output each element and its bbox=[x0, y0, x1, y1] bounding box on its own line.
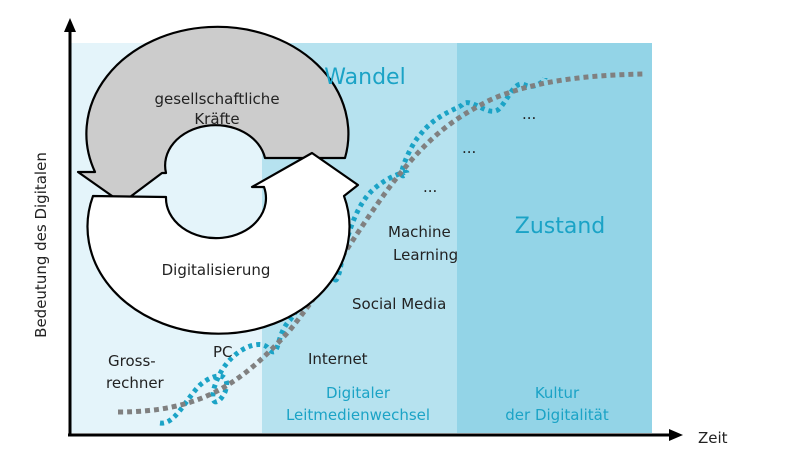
milestone-grossrechner-line1: Gross- bbox=[108, 352, 156, 370]
cyan-dotted-wave bbox=[159, 77, 548, 426]
x-axis-arrow bbox=[669, 429, 683, 441]
cycle-top-label-line1: gesellschaftliche bbox=[154, 90, 279, 108]
y-axis-arrow bbox=[64, 18, 76, 32]
milestone-grossrechner-line2: rechner bbox=[106, 374, 165, 392]
milestone-internet: Internet bbox=[308, 350, 368, 368]
phase-digitaler-line2: Leitmedienwechsel bbox=[286, 406, 430, 424]
phase-digitaler-line1: Digitaler bbox=[326, 384, 391, 402]
milestone-ellipsis-3: ... bbox=[522, 105, 536, 123]
band-kultur-der-digitalitaet bbox=[457, 43, 652, 433]
phase-kultur-line2: der Digitalität bbox=[505, 406, 609, 424]
milestone-social-media: Social Media bbox=[352, 295, 446, 313]
milestone-machine-learning-line2: Learning bbox=[393, 246, 458, 264]
milestone-pc: PC bbox=[213, 343, 233, 361]
y-axis-label: Bedeutung des Digitalen bbox=[32, 152, 50, 338]
milestone-ellipsis-1: ... bbox=[423, 178, 437, 196]
phase-zustand: Zustand bbox=[515, 214, 606, 239]
cycle-top-label-line2: Kräfte bbox=[194, 110, 239, 128]
cycle-arrow-top bbox=[76, 25, 350, 205]
x-axis-label: Zeit bbox=[698, 429, 728, 447]
milestone-ellipsis-2: ... bbox=[462, 139, 476, 157]
milestone-machine-learning-line1: Machine bbox=[388, 223, 451, 241]
phase-kultur-line1: Kultur bbox=[535, 384, 580, 402]
phase-wandel: Wandel bbox=[324, 65, 405, 90]
cycle-arrow-bottom bbox=[86, 151, 360, 335]
cycle-bottom-label: Digitalisierung bbox=[162, 261, 271, 279]
